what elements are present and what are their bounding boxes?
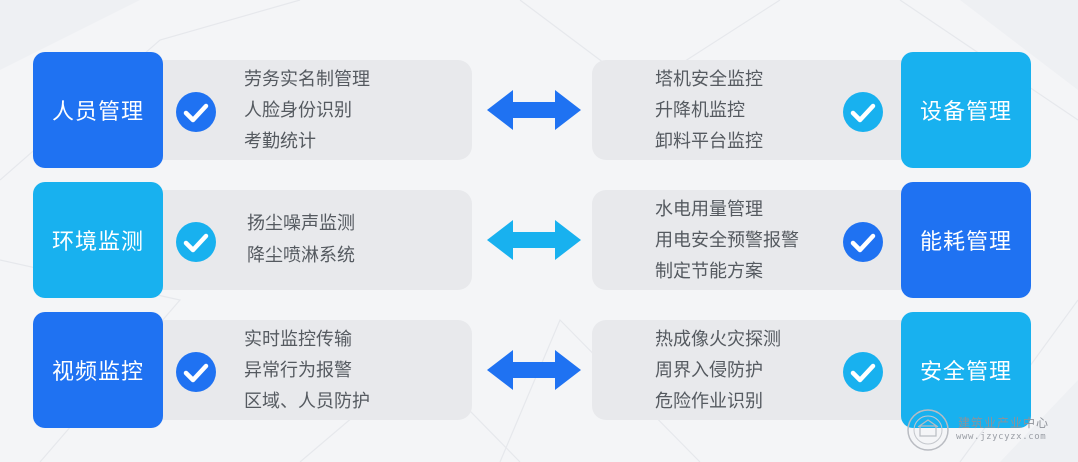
title-video-monitoring: 视频监控 — [33, 312, 163, 428]
list-item: 降尘喷淋系统 — [247, 245, 355, 266]
watermark: 建筑业产业中心 www.jzycyzx.com — [906, 406, 1066, 454]
list-item: 区域、人员防护 — [244, 390, 370, 412]
list-item: 劳务实名制管理 — [244, 68, 370, 90]
list-item: 实时监控传输 — [244, 328, 352, 350]
list-item: 用电安全预警报警 — [655, 229, 799, 251]
seal-logo-icon — [907, 409, 949, 451]
check-circle-icon — [843, 222, 883, 262]
item-list: 水电用量管理 用电安全预警报警 制定节能方案 — [655, 190, 835, 290]
row-video-safety: 视频监控 实时监控传输 异常行为报警 区域、人员防护 热成像火灾探测 周界入侵防… — [0, 312, 1078, 428]
title-label: 环境监测 — [51, 230, 144, 255]
row-environment-energy: 环境监测 扬尘噪声监测 降尘喷淋系统 水电用量管理 用电安全预警报警 制定节能方… — [0, 182, 1078, 298]
title-label: 能耗管理 — [919, 230, 1012, 255]
list-item: 危险作业识别 — [655, 390, 763, 412]
list-item: 考勤统计 — [244, 130, 316, 152]
item-list: 实时监控传输 异常行为报警 区域、人员防护 — [244, 320, 464, 420]
check-circle-icon — [176, 352, 216, 392]
list-item: 周界入侵防护 — [655, 359, 763, 381]
title-label: 视频监控 — [51, 360, 144, 385]
check-circle-icon — [176, 92, 216, 132]
list-item: 塔机安全监控 — [655, 68, 763, 90]
title-energy-management: 能耗管理 — [901, 182, 1031, 298]
item-list: 劳务实名制管理 人脸身份识别 考勤统计 — [244, 60, 464, 160]
double-arrow-icon — [487, 90, 581, 130]
title-safety-management: 安全管理 — [901, 312, 1031, 428]
title-personnel-management: 人员管理 — [33, 52, 163, 168]
list-item: 扬尘噪声监测 — [247, 213, 355, 234]
list-item: 热成像火灾探测 — [655, 328, 781, 350]
double-arrow-icon — [487, 350, 581, 390]
title-label: 安全管理 — [919, 360, 1012, 385]
title-label: 设备管理 — [919, 100, 1012, 125]
check-circle-icon — [176, 222, 216, 262]
check-circle-icon — [843, 352, 883, 392]
row-personnel-equipment: 人员管理 劳务实名制管理 人脸身份识别 考勤统计 塔机安全监控 升降机监控 卸料… — [0, 52, 1078, 168]
item-list: 热成像火灾探测 周界入侵防护 危险作业识别 — [655, 320, 835, 420]
list-item: 升降机监控 — [655, 99, 745, 121]
item-list: 塔机安全监控 升降机监控 卸料平台监控 — [655, 60, 835, 160]
item-list: 扬尘噪声监测 降尘喷淋系统 — [247, 190, 467, 290]
watermark-url: www.jzycyzx.com — [956, 432, 1047, 442]
watermark-title: 建筑业产业中心 — [958, 416, 1050, 430]
list-item: 卸料平台监控 — [655, 130, 763, 152]
list-item: 异常行为报警 — [244, 359, 352, 381]
double-arrow-icon — [487, 220, 581, 260]
check-circle-icon — [843, 92, 883, 132]
title-label: 人员管理 — [51, 100, 144, 125]
list-item: 制定节能方案 — [655, 260, 763, 282]
list-item: 水电用量管理 — [655, 198, 763, 220]
list-item: 人脸身份识别 — [244, 99, 352, 121]
title-environment-monitoring: 环境监测 — [33, 182, 163, 298]
title-equipment-management: 设备管理 — [901, 52, 1031, 168]
